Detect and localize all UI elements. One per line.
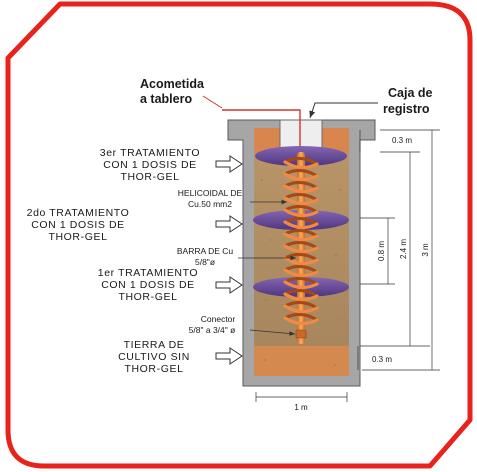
svg-text:1er TRATAMIENTO: 1er TRATAMIENTO: [98, 267, 198, 279]
label-barra-cu: BARRA DE Cu 5/8"ø: [177, 246, 233, 267]
svg-text:TIERRA DE: TIERRA DE: [124, 339, 185, 351]
label-helicoidal: HELICOIDAL DE Cu.50 mm2: [178, 188, 243, 209]
svg-text:CON 1 DOSIS DE: CON 1 DOSIS DE: [103, 159, 197, 171]
svg-text:2do TRATAMIENTO: 2do TRATAMIENTO: [27, 207, 130, 219]
svg-text:BARRA DE Cu: BARRA DE Cu: [177, 246, 233, 256]
svg-text:CON 1 DOSIS DE: CON 1 DOSIS DE: [101, 279, 195, 291]
acometida-label-1: Acometida: [140, 77, 205, 91]
svg-text:3er TRATAMIENTO: 3er TRATAMIENTO: [100, 147, 200, 159]
dim-top-03m: 0.3 m: [392, 136, 412, 145]
svg-text:Cu.50 mm2: Cu.50 mm2: [188, 199, 232, 209]
dim-24m: 2.4 m: [399, 239, 408, 259]
svg-text:5/8" a 3/4" ø: 5/8" a 3/4" ø: [189, 325, 236, 335]
svg-text:HELICOIDAL DE: HELICOIDAL DE: [178, 188, 243, 198]
label-1er-tratamiento: 1er TRATAMIENTO CON 1 DOSIS DE THOR-GEL: [98, 267, 198, 303]
dim-08m: 0.8 m: [377, 241, 386, 261]
acometida-label-2: a tablero: [140, 92, 192, 106]
svg-text:5/8"ø: 5/8"ø: [195, 257, 215, 267]
svg-text:THOR-GEL: THOR-GEL: [124, 363, 183, 375]
svg-text:THOR-GEL: THOR-GEL: [118, 291, 177, 303]
conector-pointer: [249, 329, 296, 336]
dimension-lines: [255, 129, 440, 402]
copper-coil-back: [284, 157, 318, 322]
connector: [295, 329, 307, 339]
caja-arrow: [309, 102, 378, 119]
svg-text:THOR-GEL: THOR-GEL: [48, 231, 107, 243]
label-tierra-cultivo: TIERRA DE CULTIVO SIN THOR-GEL: [118, 339, 190, 375]
acometida-wire: [222, 109, 301, 150]
dim-3m: 3 m: [421, 243, 430, 257]
soil-texture: [261, 179, 343, 366]
svg-text:Conector: Conector: [201, 314, 236, 324]
svg-text:THOR-GEL: THOR-GEL: [120, 171, 179, 183]
copper-coil-front: [283, 160, 319, 326]
svg-text:CON 1 DOSIS DE: CON 1 DOSIS DE: [31, 219, 125, 231]
label-conector: Conector 5/8" a 3/4" ø: [189, 314, 236, 335]
svg-text:CULTIVO SIN: CULTIVO SIN: [118, 351, 190, 363]
treatment-arrows: [215, 155, 243, 365]
dim-1m: 1 m: [294, 403, 308, 412]
dim-bottom-03m: 0.3 m: [372, 355, 392, 364]
copper-rod: [297, 152, 305, 344]
red-frame: [5, 1, 473, 469]
bottom-soil-layer: [254, 346, 349, 376]
caja-label-1: Caja de: [388, 86, 433, 100]
registry-box: [279, 119, 323, 151]
acometida-arrow: [202, 95, 223, 109]
label-3er-tratamiento: 3er TRATAMIENTO CON 1 DOSIS DE THOR-GEL: [100, 147, 200, 183]
caja-label-2: registro: [383, 102, 430, 116]
label-2do-tratamiento: 2do TRATAMIENTO CON 1 DOSIS DE THOR-GEL: [27, 207, 130, 243]
